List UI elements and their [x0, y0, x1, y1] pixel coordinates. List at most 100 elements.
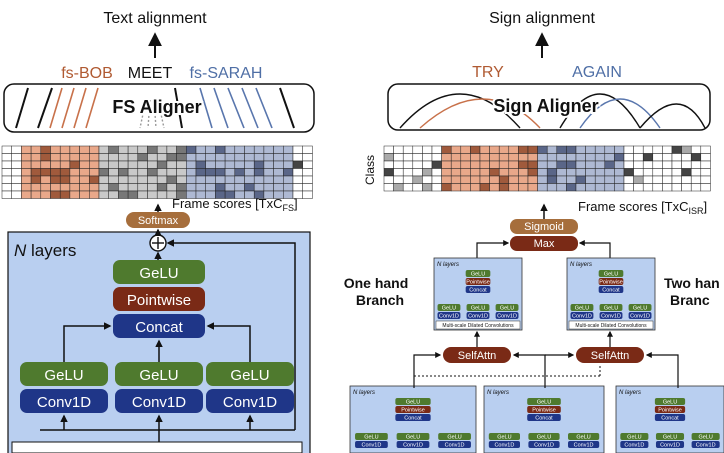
grid-cell [263, 145, 274, 154]
mini-branch-gelu: GeLU [406, 434, 420, 440]
grid-cell [556, 153, 567, 162]
mini-branch-gelu: GeLU [575, 305, 589, 311]
grid-cell [662, 175, 673, 184]
grid-cell [498, 168, 510, 177]
grid-cell [671, 153, 682, 162]
grid-cell [470, 153, 481, 162]
grid-cell [633, 160, 644, 169]
selfattn-right-label: SelfAttn [591, 350, 630, 362]
grid-cell [450, 160, 462, 169]
grid-cell [441, 145, 452, 154]
grid-cell [518, 160, 529, 169]
grid-cell [585, 168, 596, 177]
grid-cell [186, 175, 197, 184]
grid-cell [614, 175, 625, 184]
grid-cell [156, 160, 168, 169]
grid-cell [662, 145, 673, 154]
grid-cell [383, 175, 394, 184]
grid-cell [273, 183, 284, 192]
grid-cell [700, 153, 711, 162]
grid-cell [652, 160, 663, 169]
grid-cell [224, 175, 236, 184]
grid-cell [700, 175, 711, 184]
grid-cell [690, 153, 702, 162]
grid-cell [556, 183, 567, 192]
grid-cell [108, 168, 119, 177]
mini-blocks: N layersGeLUPointwiseConcatGeLUConv1DGeL… [349, 257, 724, 453]
grid-cell [224, 168, 236, 177]
grid-cell [69, 183, 80, 192]
grid-cell [604, 168, 615, 177]
grid-cell [422, 175, 433, 184]
grid-cell [89, 153, 100, 162]
grid-cell [527, 160, 538, 169]
grid-cell [127, 190, 139, 199]
mini-branch-conv: Conv1D [660, 442, 680, 448]
grid-cell [244, 168, 255, 177]
grid-cell [69, 160, 80, 169]
grid-cell [412, 168, 423, 177]
mini-branch-conv: Conv1D [630, 313, 650, 319]
fs-aligner: FS Aligner [3, 83, 315, 133]
mini-pointwise: Pointwise [532, 407, 556, 413]
grid-cell [156, 190, 168, 199]
grid-cell [234, 175, 245, 184]
grid-cell [147, 168, 158, 177]
grid-cell [156, 183, 168, 192]
grid-cell [489, 175, 500, 184]
left-frame-scores-label: Frame scores [TxCFS] [172, 196, 298, 213]
grid-cell [527, 175, 538, 184]
grid-cell [690, 183, 702, 192]
grid-cell [79, 190, 90, 199]
fs-aligner-bob-lines [49, 87, 99, 129]
grid-cell [11, 153, 22, 162]
grid-cell [422, 145, 433, 154]
grid-cell [652, 168, 663, 177]
grid-cell [263, 183, 274, 192]
grid-cell [253, 145, 265, 154]
mini-branch-conv: Conv1D [494, 442, 514, 448]
grid-cell [460, 145, 471, 154]
grid-cell [537, 168, 548, 177]
grid-cell [470, 183, 481, 192]
grid-cell [1, 145, 12, 154]
grid-cell [642, 160, 654, 169]
grid-cell [59, 183, 71, 192]
grid-cell [479, 160, 490, 169]
grid-cell [594, 183, 606, 192]
grid-cell [234, 168, 245, 177]
grid-cell [79, 175, 90, 184]
grid-cell [585, 145, 596, 154]
grid-cell [460, 175, 471, 184]
grid-cell [50, 160, 61, 169]
grid-cell [118, 183, 129, 192]
grid-cell [470, 175, 481, 184]
selfattn-left-label: SelfAttn [458, 350, 497, 362]
mini-block-title: N layers [570, 262, 592, 268]
mini-branch-gelu: GeLU [627, 434, 641, 440]
grid-cell [283, 175, 294, 184]
grid-cell [59, 175, 71, 184]
grid-cell [156, 175, 168, 184]
grid-cell [176, 183, 187, 192]
grid-cell [460, 168, 471, 177]
grid-cell [137, 168, 148, 177]
grid-cell [195, 183, 206, 192]
grid-cell [59, 160, 71, 169]
grid-cell [690, 168, 702, 177]
grid-cell [302, 153, 313, 162]
grid-cell [479, 183, 490, 192]
grid-cell [224, 160, 236, 169]
grid-cell [470, 145, 481, 154]
right-frame-scores-label: Frame scores [TxCISR] [578, 199, 707, 216]
grid-cell [137, 145, 148, 154]
grid-cell [263, 168, 274, 177]
mini-branch-gelu: GeLU [604, 305, 618, 311]
branch-3-conv: Conv1D [223, 394, 277, 411]
grid-cell [283, 153, 294, 162]
grid-cell [393, 183, 404, 192]
branch-2-conv: Conv1D [132, 394, 186, 411]
grid-cell [1, 168, 12, 177]
mini-branch-gelu: GeLU [442, 305, 456, 311]
